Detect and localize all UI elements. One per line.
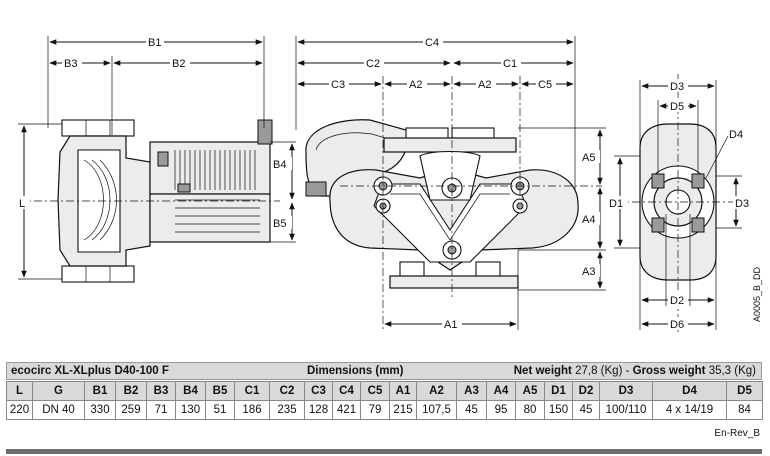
flange-view: [614, 74, 744, 332]
label-A2-right: A2: [478, 79, 491, 91]
gross-weight-label: Gross weight: [632, 365, 706, 377]
label-D4: D4: [729, 129, 743, 141]
label-B1: B1: [148, 37, 161, 49]
side-view: [18, 36, 296, 283]
label-D3-right: D3: [735, 198, 749, 210]
label-B4: B4: [273, 159, 286, 171]
cell-l: 220: [6, 400, 33, 420]
label-D3-top: D3: [670, 81, 684, 93]
cell-c4: 421: [332, 400, 361, 420]
column-header-b5: B5: [205, 381, 235, 401]
label-D1: D1: [609, 198, 623, 210]
label-C2: C2: [366, 58, 380, 70]
cell-b4: 130: [175, 400, 206, 420]
cell-c2: 235: [269, 400, 305, 420]
net-weight-value: 27,8 (Kg) -: [575, 365, 630, 377]
dimensions-title: Dimensions (mm): [307, 365, 404, 377]
column-header-d5: D5: [726, 381, 763, 401]
cell-a1: 215: [389, 400, 417, 420]
motor-fins: [174, 150, 260, 233]
cell-b1: 330: [84, 400, 116, 420]
cell-a3: 45: [456, 400, 487, 420]
drawing-code: A0005_B_DD: [752, 266, 762, 322]
column-header-c2: C2: [269, 381, 305, 401]
column-header-d4: D4: [652, 381, 727, 401]
label-B5: B5: [273, 218, 286, 230]
label-A5: A5: [582, 152, 595, 164]
column-header-c4: C4: [332, 381, 361, 401]
label-D5: D5: [670, 101, 684, 113]
cell-g: DN 40: [32, 400, 85, 420]
model-name: ecocirc XL-XLplus D40-100 F: [11, 365, 169, 377]
info-bar: ecocirc XL-XLplus D40-100 F Dimensions (…: [6, 362, 762, 380]
label-A1: A1: [444, 319, 457, 331]
cell-a4: 95: [486, 400, 516, 420]
label-C3: C3: [331, 79, 345, 91]
label-B3: B3: [64, 58, 77, 70]
net-weight-label: Net weight: [513, 365, 572, 377]
cell-c1: 186: [234, 400, 270, 420]
column-header-d1: D1: [544, 381, 573, 401]
cell-a5: 80: [515, 400, 545, 420]
cell-b5: 51: [205, 400, 235, 420]
column-header-d2: D2: [572, 381, 600, 401]
label-L: L: [19, 198, 25, 210]
column-header-c1: C1: [234, 381, 270, 401]
cell-d2: 45: [572, 400, 600, 420]
cell-d4: 4 x 14/19: [652, 400, 727, 420]
column-header-g: G: [32, 381, 85, 401]
column-header-b3: B3: [146, 381, 176, 401]
column-header-c5: C5: [360, 381, 390, 401]
cell-d3: 100/110: [599, 400, 653, 420]
label-A4: A4: [582, 214, 595, 226]
cell-b2: 259: [115, 400, 147, 420]
column-header-a1: A1: [389, 381, 417, 401]
bottom-rule: [6, 449, 762, 454]
column-header-a5: A5: [515, 381, 545, 401]
cell-c3: 128: [304, 400, 333, 420]
label-C4: C4: [425, 37, 439, 49]
column-header-a2: A2: [416, 381, 457, 401]
column-header-a3: A3: [456, 381, 487, 401]
label-D6: D6: [670, 319, 684, 331]
dimension-labels: B1 B3 B2 L B4 B5 C4 C2 C1 C3 A2 A2 C5 A5…: [16, 35, 762, 331]
column-header-b4: B4: [175, 381, 206, 401]
label-A2-left: A2: [409, 79, 422, 91]
weights: Net weight 27,8 (Kg) - Gross weight 35,3…: [514, 363, 756, 379]
label-B2: B2: [172, 58, 185, 70]
technical-drawing: B1 B3 B2 L B4 B5 C4 C2 C1 C3 A2 A2 C5 A5…: [16, 35, 762, 332]
label-A3: A3: [582, 266, 595, 278]
column-header-c3: C3: [304, 381, 333, 401]
label-C1: C1: [503, 58, 517, 70]
column-header-l: L: [6, 381, 33, 401]
column-header-b1: B1: [84, 381, 116, 401]
cell-d1: 150: [544, 400, 573, 420]
column-header-d3: D3: [599, 381, 653, 401]
column-header-b2: B2: [115, 381, 147, 401]
column-header-a4: A4: [486, 381, 516, 401]
cell-a2: 107,5: [416, 400, 457, 420]
cell-d5: 84: [726, 400, 763, 420]
cell-c5: 79: [360, 400, 390, 420]
cell-b3: 71: [146, 400, 176, 420]
label-C5: C5: [538, 79, 552, 91]
gross-weight-value: 35,3 (Kg): [708, 365, 756, 377]
revision-code: En-Rev_B: [714, 428, 760, 439]
label-D2: D2: [670, 295, 684, 307]
